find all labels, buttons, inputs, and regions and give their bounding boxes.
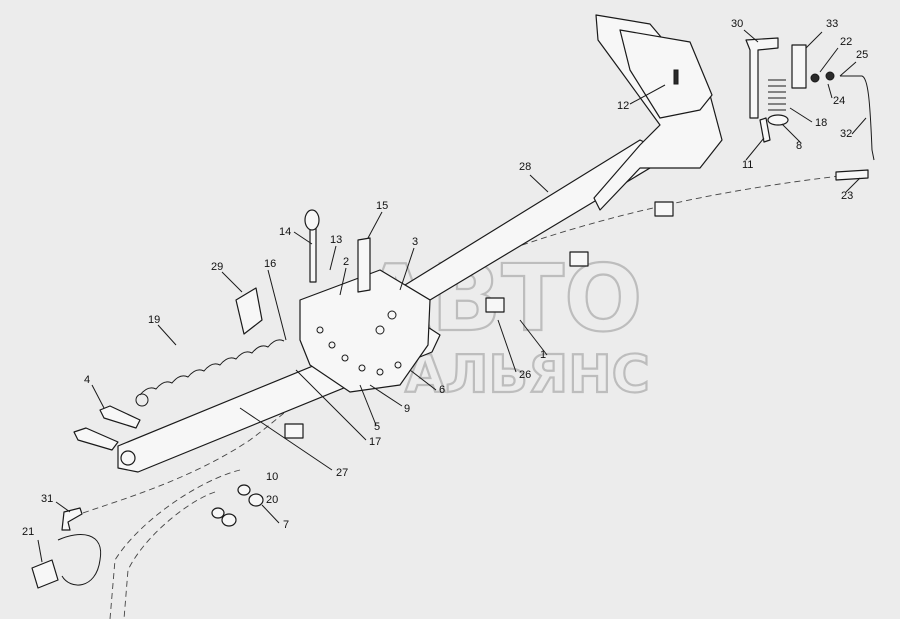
- callout-n5: 5: [374, 421, 380, 433]
- clamp-block: [654, 201, 674, 217]
- callout-n18: 18: [815, 117, 827, 129]
- leader-lines: [37, 29, 867, 563]
- arm-slot: [673, 69, 679, 85]
- callout-n7: 7: [283, 519, 289, 531]
- callout-n11: 11: [742, 159, 753, 171]
- washer: [767, 114, 789, 126]
- bracket: [235, 287, 263, 335]
- callout-n26: 26: [519, 369, 531, 381]
- clamp-block: [284, 423, 304, 439]
- coupler: [835, 169, 869, 181]
- callout-n30: 30: [731, 18, 743, 30]
- callout-n29: 29: [211, 261, 223, 273]
- rail-eye: [120, 450, 136, 466]
- callout-n27: 27: [336, 467, 348, 479]
- hydraulic-hose: [840, 75, 875, 161]
- callout-n20: 20: [266, 494, 278, 506]
- callout-n25: 25: [856, 49, 868, 61]
- callout-n3: 3: [412, 236, 418, 248]
- fitting: [810, 73, 820, 83]
- clamp-block: [569, 251, 589, 267]
- callout-n6: 6: [439, 384, 445, 396]
- pin-ring: [304, 209, 320, 231]
- callout-n12: 12: [617, 100, 629, 112]
- callout-n1: 1: [540, 349, 546, 361]
- callout-labels: 1234567891011121314151617181920212223242…: [22, 18, 868, 538]
- callout-n32: 32: [840, 128, 852, 140]
- coupler-loop: [57, 534, 102, 586]
- watermark-line2: АЛЬЯНС: [405, 345, 650, 405]
- callout-n24: 24: [833, 95, 845, 107]
- callout-n17: 17: [369, 436, 381, 448]
- bolt-lower: [73, 427, 119, 451]
- hose-route-lower-b: [123, 491, 216, 619]
- clamp-block: [485, 297, 505, 313]
- callout-n15: 15: [376, 200, 388, 212]
- callout-n16: 16: [264, 258, 276, 270]
- callout-n19: 19: [148, 314, 160, 326]
- callout-n28: 28: [519, 161, 531, 173]
- callout-n31: 31: [41, 493, 53, 505]
- bolt: [99, 405, 141, 429]
- coil-spring: [768, 79, 786, 111]
- turntable-plate: [299, 269, 431, 393]
- tension-spring: [139, 339, 285, 396]
- arm-head-plate: [619, 29, 713, 119]
- washer: [211, 507, 225, 519]
- hydraulic-cylinder: [791, 44, 807, 89]
- callout-n22: 22: [840, 36, 852, 48]
- washer: [237, 484, 251, 496]
- lock-pin: [357, 237, 371, 293]
- hose-route-lower: [109, 469, 241, 619]
- hose-end-fitting: [61, 507, 83, 531]
- callout-n2: 2: [343, 256, 349, 268]
- pin-with-ring: [309, 227, 317, 283]
- callout-n23: 23: [841, 190, 853, 202]
- fitting: [825, 71, 835, 81]
- callout-n13: 13: [330, 234, 342, 246]
- nut: [221, 513, 237, 527]
- turntable-holes: [316, 310, 402, 376]
- callout-n14: 14: [279, 226, 291, 238]
- callout-n21: 21: [22, 526, 34, 538]
- callout-n4: 4: [84, 374, 90, 386]
- callout-n8: 8: [796, 140, 802, 152]
- callout-n10: 10: [266, 471, 278, 483]
- spring-hook: [135, 393, 149, 407]
- quick-coupler: [31, 559, 59, 589]
- callout-n33: 33: [826, 18, 838, 30]
- vertical-pin: [745, 37, 779, 119]
- cotter-pin: [759, 117, 771, 143]
- nut: [248, 493, 264, 507]
- callout-n9: 9: [404, 403, 410, 415]
